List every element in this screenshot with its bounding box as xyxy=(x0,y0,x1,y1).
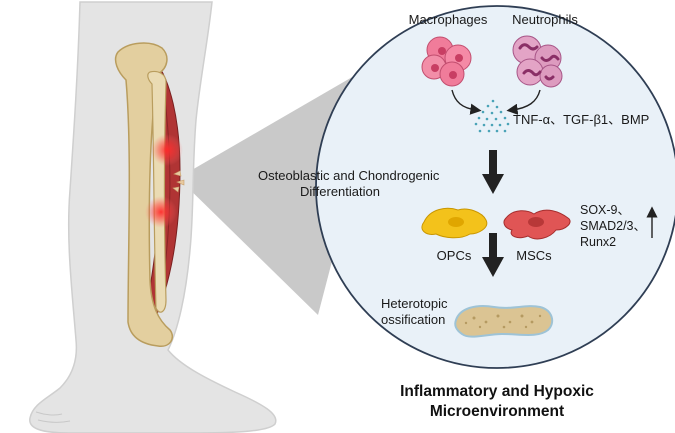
cytokine-dots xyxy=(474,99,510,133)
macrophage-cells xyxy=(421,36,472,87)
neutrophils-label: Neutrophils xyxy=(512,12,578,27)
caption-line1: Inflammatory and Hypoxic xyxy=(400,383,594,400)
heterotopic-bone xyxy=(454,305,554,338)
differentiation-label-line2: Differentiation xyxy=(300,184,380,199)
inflammation-glow-lower xyxy=(145,196,177,228)
leg-illustration xyxy=(29,1,277,433)
neutrophil-arrow xyxy=(506,89,541,115)
ossified-flakes xyxy=(172,170,185,193)
down-arrow-2 xyxy=(482,233,504,277)
toe-lines xyxy=(35,411,71,423)
fibula-bone xyxy=(147,70,167,313)
differentiation-label-line1: Osteoblastic and Chondrogenic xyxy=(258,168,440,183)
inflammation-glow-upper xyxy=(151,134,183,166)
opc-cell xyxy=(421,207,488,239)
heterotopic-label-line1: Heterotopic xyxy=(381,296,448,311)
gene-label-smad: SMAD2/3、 xyxy=(580,219,646,233)
gene-label-runx2: Runx2 xyxy=(580,235,616,249)
neutrophil-cells xyxy=(512,35,563,88)
caption-line2: Microenvironment xyxy=(430,403,564,420)
macrophage-arrow xyxy=(451,89,482,115)
down-arrow-1 xyxy=(482,150,504,194)
gene-label-sox9: SOX-9、 xyxy=(580,203,630,217)
heterotopic-label-line2: ossification xyxy=(381,312,445,327)
tibia-bone xyxy=(114,42,174,347)
macrophages-label: Macrophages xyxy=(409,12,488,27)
msc-cell xyxy=(503,209,571,240)
mscs-label: MSCs xyxy=(516,248,552,263)
cytokines-label: TNF-α、TGF-β1、BMP xyxy=(513,112,649,127)
opcs-label: OPCs xyxy=(437,248,472,263)
